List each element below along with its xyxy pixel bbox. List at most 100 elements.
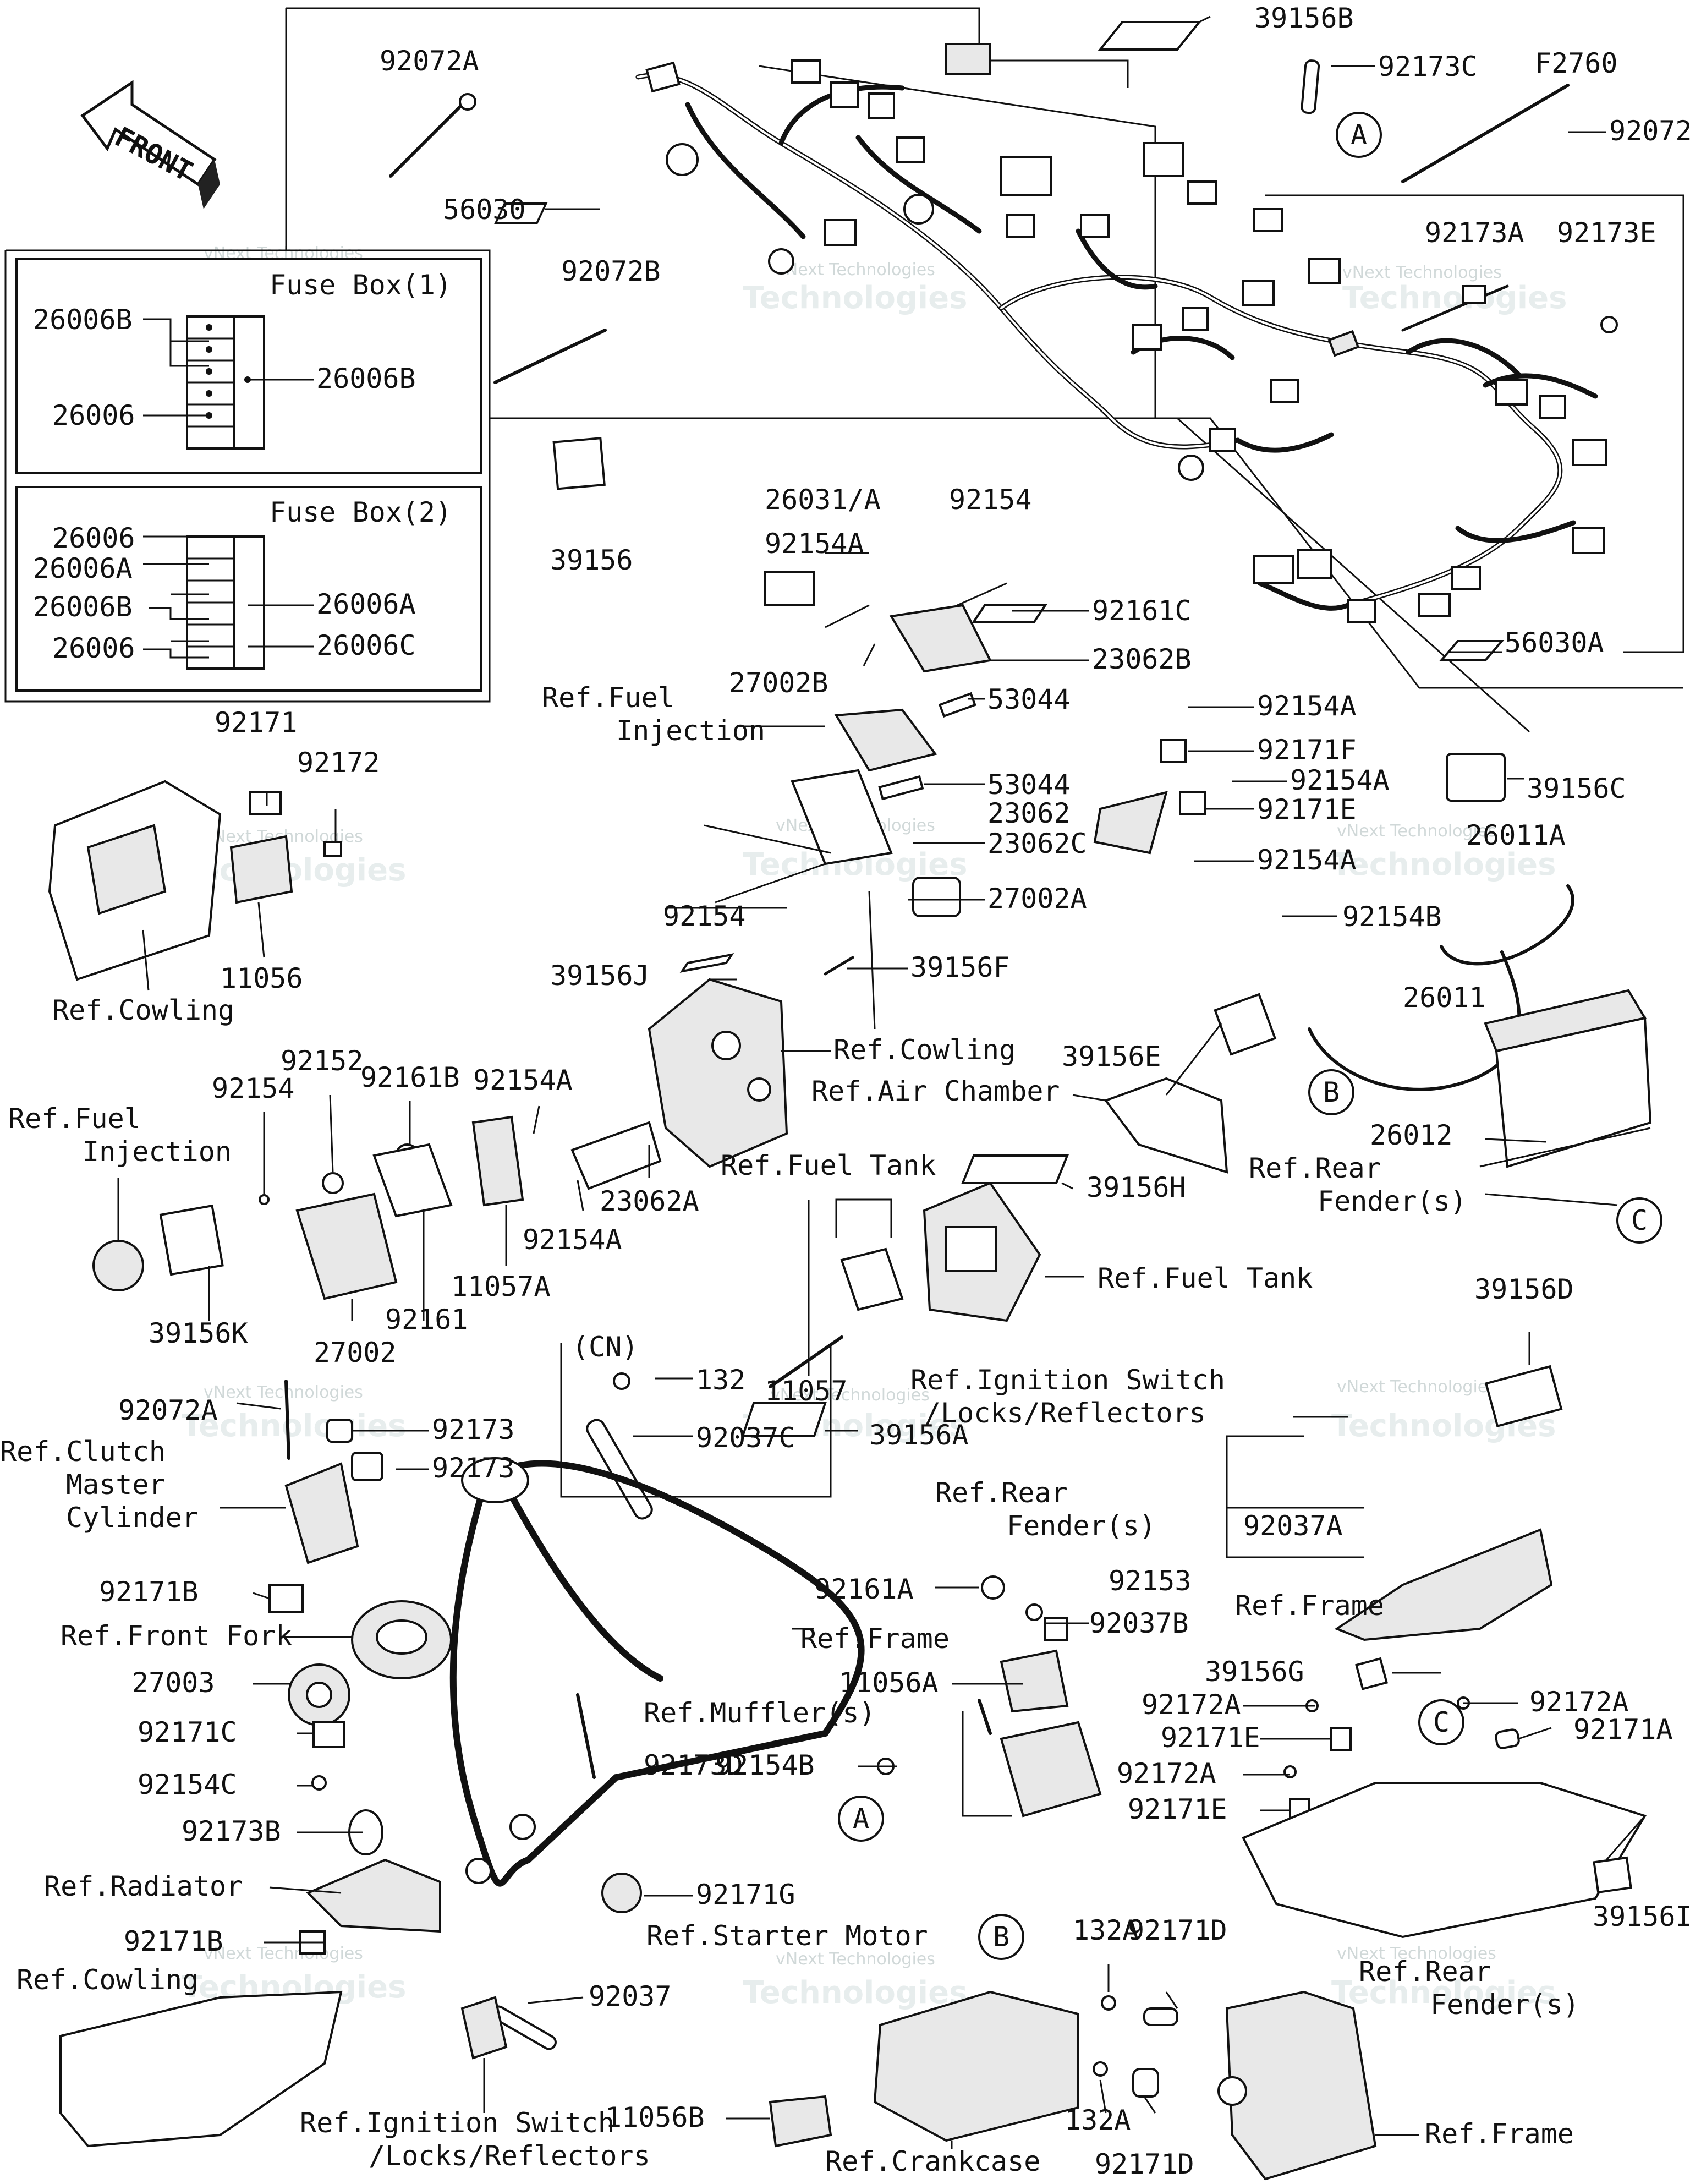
callout-letter: B: [1323, 1076, 1340, 1108]
main-wiring-harness: [635, 43, 1607, 623]
part-label: 92154A: [765, 528, 864, 560]
part-label: Fender(s): [1007, 1510, 1156, 1542]
watermark: vNext Technologies: [1342, 263, 1502, 282]
part-label: 53044: [987, 683, 1071, 715]
part-label: Fender(s): [1318, 1185, 1467, 1217]
callout-circle-c: [1418, 1699, 1464, 1745]
part-label: Ref.Frame: [1235, 1590, 1384, 1622]
part-label: 39156B: [1254, 2, 1354, 34]
part-label: 92171B: [124, 1925, 223, 1957]
part-label: 92172A: [1529, 1686, 1629, 1718]
fuse-label: 26006B: [33, 591, 133, 623]
part-label: 92171E: [1161, 1722, 1260, 1754]
part-label: 27003: [132, 1667, 215, 1699]
part-label: 39156A: [869, 1419, 969, 1451]
part-label: Ref.Radiator: [44, 1870, 243, 1902]
part-label: Ref.Front Fork: [61, 1620, 292, 1652]
part-label: Ref.Fuel Tank: [721, 1150, 936, 1181]
part-label: Ref.Cowling: [52, 994, 234, 1026]
callout-circle-b: [978, 1914, 1024, 1960]
part-label: 92161A: [814, 1573, 914, 1605]
callout-circles: A B C A B C: [838, 112, 1662, 1960]
part-label: Ref.Frame: [800, 1623, 950, 1655]
part-label: 39156I: [1593, 1901, 1690, 1933]
part-label: 11056: [220, 962, 303, 994]
fuse-box-1-panel: Fuse Box(1) 26006B 26006 26006B: [15, 258, 482, 474]
watermark: vNext Technologies: [204, 1944, 363, 1963]
watermark: vNext Technologies: [1337, 1377, 1496, 1397]
watermark-large: Technologies: [1331, 1975, 1556, 2011]
part-label: Ref.Clutch: [0, 1436, 166, 1468]
part-label: Ref.Muffler(s): [644, 1697, 875, 1729]
fuse-label: 26006: [52, 632, 135, 664]
leader-lines: [117, 15, 1651, 2149]
part-label: 92154A: [523, 1224, 622, 1256]
watermark-large: Technologies: [743, 1975, 967, 2011]
part-label: Ref.Ignition Switch: [300, 2107, 614, 2139]
fuse-box-2-title: Fuse Box(2): [270, 496, 452, 528]
part-label: 92154A: [473, 1064, 573, 1096]
callout-letter: B: [993, 1921, 1009, 1953]
part-label: 92072B: [561, 255, 661, 287]
part-label: F2760: [1535, 47, 1618, 79]
part-label: Ref.Frame: [1425, 2118, 1574, 2150]
part-label: 92173: [432, 1414, 515, 1446]
part-label: Ref.Cowling: [17, 1964, 199, 1996]
part-label: 92154B: [715, 1749, 815, 1781]
part-label: 92152: [281, 1045, 364, 1077]
callout-letter: A: [853, 1803, 869, 1835]
part-label: Ref.Crankcase: [825, 2145, 1040, 2177]
part-label: /Locks/Reflectors: [369, 2140, 650, 2172]
watermark-large: Technologies: [1331, 847, 1556, 883]
part-label: 92171C: [138, 1716, 237, 1748]
part-label: 92172A: [1142, 1689, 1241, 1721]
part-label: Injection: [83, 1136, 232, 1168]
front-arrow: FRONT: [80, 80, 220, 209]
fuse-label: 26006: [52, 399, 135, 431]
part-label: 92037A: [1243, 1510, 1343, 1542]
part-label: 92154C: [138, 1769, 237, 1800]
part-label: Ref.Fuel Tank: [1098, 1262, 1313, 1294]
part-label: 23062C: [987, 828, 1087, 860]
part-label: Ref.Starter Motor: [646, 1920, 928, 1952]
part-label: 26011A: [1466, 819, 1566, 851]
part-label: 92154: [212, 1072, 295, 1104]
part-label: 39156K: [149, 1317, 248, 1349]
part-label: 23062: [987, 797, 1071, 829]
fuse-box-2-panel: Fuse Box(2) 26006 26006A 26006B 26006 26…: [15, 486, 482, 692]
part-label: 39156F: [910, 951, 1010, 983]
components: [48, 21, 1652, 2181]
watermark-large: Technologies: [182, 852, 406, 888]
part-label: 92172A: [1117, 1758, 1216, 1789]
fuse-label: 26006: [52, 522, 135, 554]
part-label: 92171D: [1095, 2148, 1194, 2180]
part-label: 92173: [432, 1452, 515, 1484]
part-label: Ref.Ignition Switch: [910, 1364, 1225, 1396]
part-label: 27002B: [729, 667, 828, 699]
part-label: 92161B: [360, 1061, 460, 1093]
watermark: vNext Technologies: [1337, 1944, 1496, 1963]
fuse-label: 26006A: [33, 552, 133, 584]
part-label: 92037C: [696, 1422, 795, 1454]
part-label: 23062B: [1092, 643, 1192, 675]
part-label: 39156D: [1474, 1273, 1574, 1305]
part-label: 23062A: [600, 1185, 699, 1217]
part-label: 132A: [1073, 1914, 1139, 1946]
part-label: 92171E: [1257, 793, 1357, 825]
part-label: Ref.Rear: [935, 1477, 1068, 1509]
part-label: 39156C: [1527, 773, 1626, 804]
part-label: 27002: [314, 1337, 397, 1369]
callout-letter: C: [1631, 1205, 1648, 1236]
part-label: Master: [66, 1469, 166, 1501]
part-label: 26031/A: [765, 484, 881, 516]
fuse-label: 26006C: [316, 630, 416, 661]
part-label: 92171A: [1573, 1714, 1673, 1745]
part-label: 39156J: [550, 960, 650, 992]
watermark: vNext Technologies: [776, 1950, 935, 1969]
part-label: 39156G: [1205, 1656, 1304, 1688]
part-label: 92072: [1609, 115, 1690, 147]
part-label: 56030: [443, 194, 526, 226]
watermark: vNext Technologies: [204, 1383, 363, 1402]
part-label: 92153: [1109, 1565, 1192, 1597]
